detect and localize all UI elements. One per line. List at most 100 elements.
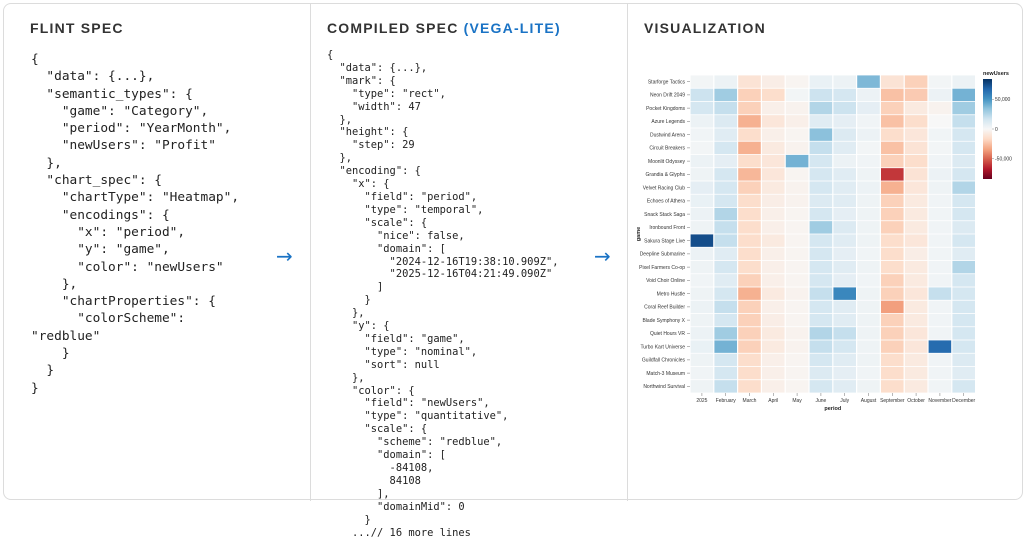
- heatmap-cell: [857, 287, 880, 300]
- heatmap-cell: [928, 141, 952, 155]
- heatmap-cell: [833, 353, 856, 367]
- heatmap-cell: [690, 154, 714, 168]
- flint-spec-title: FLINT SPEC: [30, 20, 124, 36]
- x-tick-label: October: [907, 398, 925, 404]
- heatmap-cell: [809, 274, 833, 287]
- heatmap-cell: [928, 128, 952, 141]
- heatmap-cell: [714, 274, 737, 287]
- heatmap-cell: [785, 128, 809, 141]
- heatmap-cell: [833, 274, 856, 287]
- heatmap-cell: [952, 327, 975, 340]
- heatmap-cell: [809, 327, 833, 340]
- heatmap-cell: [785, 380, 809, 393]
- heatmap-cell: [928, 300, 952, 314]
- heatmap-cell: [809, 313, 833, 327]
- heatmap-cell: [738, 287, 761, 300]
- heatmap-cell: [857, 141, 880, 155]
- heatmap-cell: [928, 115, 952, 128]
- heatmap-cell: [690, 260, 714, 274]
- heatmap-cell: [809, 207, 833, 221]
- heatmap-cell: [857, 128, 880, 141]
- heatmap-cell: [928, 88, 952, 102]
- arrow-right-icon: →: [594, 244, 611, 268]
- x-tick-label: September: [880, 398, 905, 404]
- heatmap-cell: [809, 353, 833, 367]
- heatmap-cell: [785, 101, 809, 115]
- heatmap-cell: [881, 207, 904, 221]
- x-tick-label: May: [792, 398, 802, 404]
- heatmap-cell: [952, 340, 975, 353]
- heatmap-cell: [833, 260, 856, 274]
- heatmap-cell: [881, 128, 904, 141]
- heatmap-cell: [928, 75, 952, 88]
- heatmap-cell: [785, 366, 809, 380]
- heatmap-cell: [785, 247, 809, 261]
- heatmap-cell: [762, 380, 785, 393]
- y-tick-label: Starforge Tactics: [648, 79, 686, 85]
- heatmap-cell: [690, 247, 714, 261]
- heatmap-cell: [952, 115, 975, 128]
- heatmap-cell: [738, 300, 761, 314]
- heatmap-cell: [738, 88, 761, 102]
- compiled-spec-title: COMPILED SPEC (VEGA-LITE): [327, 20, 561, 36]
- compiled-spec-title-text: COMPILED SPEC: [327, 20, 459, 36]
- heatmap-cell: [904, 194, 928, 208]
- heatmap-cell: [928, 181, 952, 194]
- heatmap-cell: [714, 194, 737, 208]
- legend-gradient-bar: [983, 79, 992, 179]
- heatmap-cell: [762, 340, 785, 353]
- heatmap-cell: [904, 327, 928, 340]
- heatmap-cell: [690, 207, 714, 221]
- heatmap-cell: [928, 194, 952, 208]
- heatmap-cell: [785, 88, 809, 102]
- y-tick-label: Grandia & Glyphs: [646, 172, 686, 178]
- heatmap-cell: [881, 313, 904, 327]
- heatmap-cell: [714, 340, 737, 353]
- heatmap-cell: [928, 168, 952, 181]
- heatmap-cell: [904, 380, 928, 393]
- heatmap-cell: [857, 313, 880, 327]
- heatmap-cell: [785, 154, 809, 168]
- x-tick-label: 2025: [696, 398, 707, 404]
- legend-tick-label: 0: [995, 127, 998, 133]
- heatmap-cell: [833, 221, 856, 234]
- heatmap-cell: [928, 313, 952, 327]
- heatmap-cell: [762, 221, 785, 234]
- heatmap-cell: [762, 207, 785, 221]
- heatmap-cell: [928, 101, 952, 115]
- compiled-spec-title-accent: (VEGA-LITE): [463, 20, 561, 36]
- heatmap-cell: [833, 115, 856, 128]
- heatmap-cell: [738, 101, 761, 115]
- heatmap-cell: [762, 274, 785, 287]
- y-axis-title: game: [636, 227, 642, 241]
- heatmap-cell: [690, 274, 714, 287]
- heatmap-cell: [833, 234, 856, 247]
- heatmap-cell: [690, 181, 714, 194]
- heatmap-cell: [904, 274, 928, 287]
- heatmap-cell: [952, 128, 975, 141]
- heatmap-cell: [690, 380, 714, 393]
- heatmap-cell: [690, 340, 714, 353]
- heatmap-cell: [928, 287, 952, 300]
- heatmap-cell: [904, 221, 928, 234]
- x-tick-label: December: [952, 398, 975, 404]
- heatmap-cell: [928, 340, 952, 353]
- heatmap-cell: [857, 260, 880, 274]
- y-tick-label: Match-3 Museum: [646, 371, 685, 377]
- heatmap-cell: [809, 234, 833, 247]
- heatmap-cell: [881, 115, 904, 128]
- heatmap-cell: [785, 313, 809, 327]
- heatmap-cell: [928, 353, 952, 367]
- x-tick-label: July: [840, 398, 849, 404]
- heatmap-cell: [833, 300, 856, 314]
- heatmap-cell: [833, 313, 856, 327]
- heatmap-cell: [881, 247, 904, 261]
- heatmap-cell: [928, 247, 952, 261]
- heatmap-cell: [833, 141, 856, 155]
- heatmap-cell: [952, 221, 975, 234]
- heatmap-cell: [904, 260, 928, 274]
- y-tick-label: Coral Reef Builder: [644, 305, 685, 311]
- y-tick-label: Deepline Submarine: [640, 252, 686, 258]
- heatmap-cell: [785, 194, 809, 208]
